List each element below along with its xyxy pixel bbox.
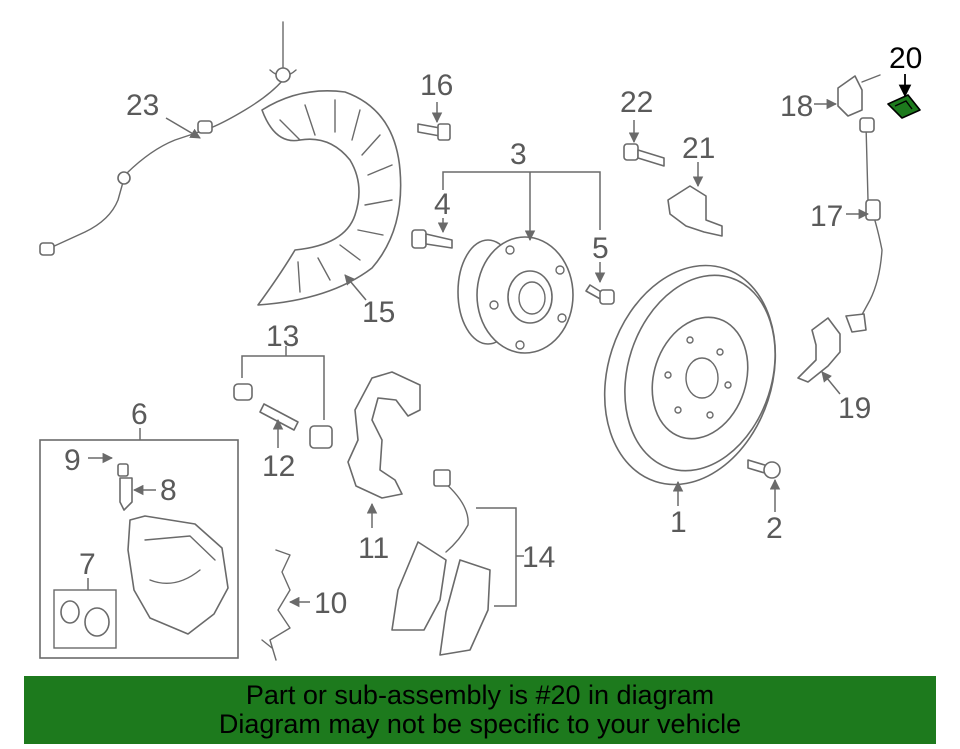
brake-hose [845, 117, 883, 333]
callout-14: 14 [522, 541, 555, 574]
wheel-stud [411, 229, 453, 249]
callout-9: 9 [64, 444, 81, 477]
bracket-21 [667, 185, 723, 237]
info-banner: Part or sub-assembly is #20 in diagram D… [24, 676, 936, 744]
callout-12: 12 [262, 450, 295, 483]
callout-21: 21 [682, 132, 715, 165]
screw-2 [747, 459, 781, 479]
spring-clip [261, 549, 291, 661]
callout-20-highlighted: 20 [889, 42, 922, 75]
callout-17: 17 [810, 200, 843, 233]
callout-labels: 23 16 3 4 5 15 22 21 18 20 17 19 1 2 13 … [64, 42, 922, 620]
callout-10: 10 [314, 587, 347, 620]
callout-1: 1 [670, 506, 687, 539]
callout-2: 2 [766, 512, 783, 545]
callout-23: 23 [126, 89, 159, 122]
callout-13: 13 [266, 320, 299, 353]
splash-shield [257, 90, 402, 306]
banner-line-disclaimer: Diagram may not be specific to your vehi… [218, 709, 742, 739]
callout-6: 6 [131, 398, 148, 431]
brake-pads [391, 469, 491, 656]
callout-8: 8 [160, 474, 177, 507]
callout-11: 11 [358, 532, 389, 565]
callout-4: 4 [434, 188, 451, 221]
callout-5: 5 [592, 232, 609, 265]
callout-16: 16 [420, 69, 453, 102]
bracket-18 [837, 74, 881, 117]
callout-19: 19 [838, 392, 871, 425]
bolt-5 [585, 284, 615, 305]
callout-7: 7 [79, 548, 96, 581]
hub-bearing [457, 236, 574, 354]
bracket-19 [797, 317, 841, 383]
clip-20 [887, 94, 921, 119]
banner-line-part: Part or sub-assembly is #20 in diagram [245, 680, 715, 710]
callout-3: 3 [510, 138, 527, 171]
bolt-22 [623, 143, 665, 167]
caliper-assembly-box [39, 439, 239, 659]
callout-18: 18 [780, 90, 813, 123]
caliper-bracket [347, 371, 421, 499]
brake-rotor [603, 264, 777, 486]
guide-pin-set [233, 383, 333, 449]
abs-sensor-wire [39, 21, 297, 256]
leader-lines [87, 74, 912, 608]
callout-15: 15 [362, 296, 395, 329]
bolt-16 [417, 123, 451, 141]
callout-22: 22 [620, 86, 653, 119]
